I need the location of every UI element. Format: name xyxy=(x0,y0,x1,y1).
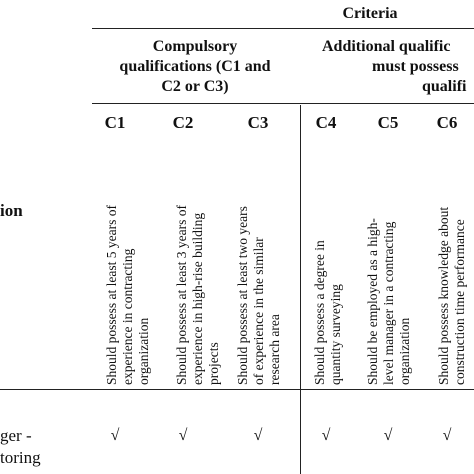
additional-line-2: must possess xyxy=(372,58,459,75)
group-separator xyxy=(300,105,301,389)
check-mark-c5: √ xyxy=(383,427,393,444)
header-bottom-rule xyxy=(0,389,474,390)
additional-group-header: Additional qualific must possess qualifi xyxy=(318,37,474,97)
data-row-label: ger - toring xyxy=(0,425,41,469)
column-code-c4: C4 xyxy=(315,113,337,132)
data-row-label-line-2: toring xyxy=(0,448,41,467)
additional-line-3: qualifi xyxy=(422,78,467,95)
compulsory-line-3: C2 or C3) xyxy=(161,78,229,95)
criteria-underline xyxy=(92,28,474,29)
check-mark-c6: √ xyxy=(442,427,452,444)
column-code-c1: C1 xyxy=(104,113,126,132)
compulsory-line-2: qualifications (C1 and xyxy=(119,58,271,75)
column-code-c3: C3 xyxy=(247,113,269,132)
column-code-c5: C5 xyxy=(377,113,399,132)
compulsory-line-1: Compulsory xyxy=(152,38,238,55)
data-row-label-line-1: ger - xyxy=(0,426,32,445)
column-code-c2: C2 xyxy=(172,113,194,132)
compulsory-group-header: Compulsory qualifications (C1 and C2 or … xyxy=(110,37,280,97)
check-mark-c3: √ xyxy=(253,427,263,444)
criteria-header: Criteria xyxy=(342,5,398,22)
group-underline xyxy=(92,103,474,104)
column-desc-c5: Should be employed as a high-level manag… xyxy=(365,218,412,385)
additional-line-1: Additional qualific xyxy=(322,38,451,55)
check-mark-c4: √ xyxy=(321,427,331,444)
check-mark-c2: √ xyxy=(178,427,188,444)
group-separator-row xyxy=(300,390,301,474)
column-code-c6: C6 xyxy=(436,113,458,132)
row-header-fragment: ion xyxy=(0,201,23,220)
check-mark-c1: √ xyxy=(110,427,120,444)
